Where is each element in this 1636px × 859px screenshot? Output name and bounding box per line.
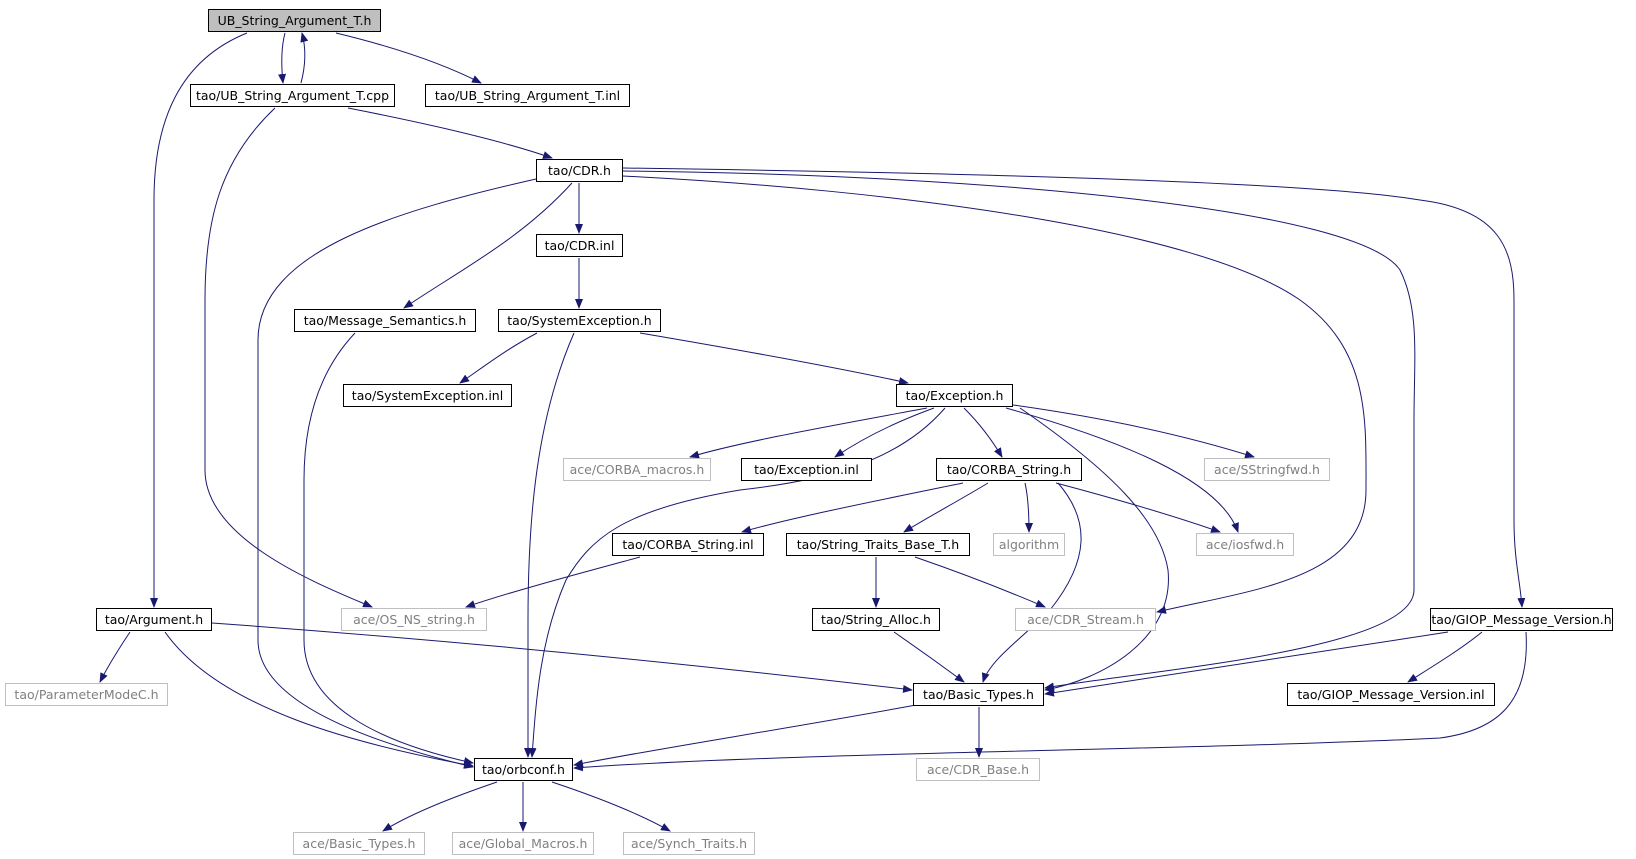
graph-node[interactable]: tao/CORBA_String.h	[936, 458, 1082, 481]
dependency-edge	[834, 407, 935, 458]
graph-node[interactable]: tao/Exception.inl	[741, 458, 872, 481]
graph-node[interactable]: ace/CORBA_macros.h	[563, 458, 711, 481]
dependency-edge	[278, 32, 287, 84]
dependency-edge	[741, 482, 964, 534]
dependency-edge	[382, 781, 498, 832]
graph-node[interactable]: tao/Basic_Types.h	[913, 683, 1044, 706]
dependency-edge	[963, 407, 1003, 458]
dependency-edge	[573, 704, 917, 768]
graph-node[interactable]: ace/CDR_Base.h	[916, 758, 1040, 781]
dependency-edge	[893, 631, 965, 683]
dependency-edge	[639, 332, 909, 385]
graph-node[interactable]: tao/GIOP_Message_Version.h	[1430, 608, 1613, 631]
dependency-edge	[347, 107, 553, 159]
dependency-edge	[211, 622, 913, 693]
graph-node[interactable]: ace/Global_Macros.h	[452, 832, 594, 855]
graph-node[interactable]: tao/SystemException.inl	[343, 384, 512, 407]
graph-node[interactable]: tao/UB_String_Argument_T.cpp	[190, 84, 395, 107]
dependency-edge	[622, 175, 1367, 614]
graph-node[interactable]: tao/GIOP_Message_Version.inl	[1287, 683, 1495, 706]
graph-node[interactable]: tao/ParameterModeC.h	[5, 683, 168, 706]
dependency-edge	[204, 107, 373, 608]
dependency-edge	[524, 332, 575, 758]
dependency-edge	[622, 167, 1526, 608]
graph-node[interactable]: ace/Basic_Types.h	[293, 832, 425, 855]
dependency-edge	[551, 781, 671, 832]
dependency-edge	[903, 482, 989, 533]
dependency-edge	[1005, 407, 1239, 533]
graph-node: UB_String_Argument_T.h	[208, 9, 381, 32]
dependency-edge	[689, 407, 928, 459]
dependency-edge	[1407, 631, 1483, 683]
dependency-edge	[1024, 482, 1033, 533]
dependency-edge	[303, 332, 474, 765]
graph-node[interactable]: tao/Argument.h	[96, 608, 212, 631]
dependency-edge	[335, 32, 482, 84]
dependency-edge	[573, 631, 1527, 772]
graph-node[interactable]: ace/iosfwd.h	[1196, 533, 1294, 556]
graph-node[interactable]: tao/SystemException.h	[498, 309, 661, 332]
graph-node[interactable]: algorithm	[993, 533, 1065, 556]
graph-node[interactable]: tao/orbconf.h	[474, 758, 573, 781]
graph-node[interactable]: tao/Message_Semantics.h	[294, 309, 476, 332]
dependency-edge	[403, 182, 573, 309]
dependency-edge	[459, 332, 538, 384]
graph-node[interactable]: tao/CORBA_String.inl	[612, 533, 764, 556]
dependency-edge	[465, 556, 641, 608]
graph-node[interactable]: tao/CDR.inl	[536, 234, 623, 257]
dependency-edge	[1019, 407, 1169, 693]
graph-node[interactable]: tao/String_Traits_Base_T.h	[786, 533, 970, 556]
graph-node[interactable]: ace/OS_NS_string.h	[341, 608, 487, 631]
dependency-edge	[1044, 631, 1449, 697]
graph-node[interactable]: tao/UB_String_Argument_T.inl	[425, 84, 630, 107]
graph-node[interactable]: ace/Synch_Traits.h	[623, 832, 755, 855]
dependency-edge	[150, 32, 248, 608]
graph-node[interactable]: tao/CDR.h	[536, 159, 623, 182]
dependency-edge	[99, 631, 131, 683]
dependency-edge	[914, 556, 1046, 608]
dependency-edge	[164, 631, 474, 769]
dependency-edge	[622, 170, 1416, 691]
graph-node[interactable]: ace/CDR_Stream.h	[1015, 608, 1156, 631]
dependency-edge	[257, 178, 537, 769]
graph-node[interactable]: ace/SStringfwd.h	[1204, 458, 1330, 481]
graph-node[interactable]: tao/String_Alloc.h	[812, 608, 940, 631]
dependency-edge	[300, 32, 309, 84]
graph-node[interactable]: tao/Exception.h	[896, 384, 1013, 407]
dependency-edge	[981, 482, 1082, 683]
dependency-edge	[1012, 404, 1255, 459]
dependency-edge	[1055, 482, 1221, 533]
